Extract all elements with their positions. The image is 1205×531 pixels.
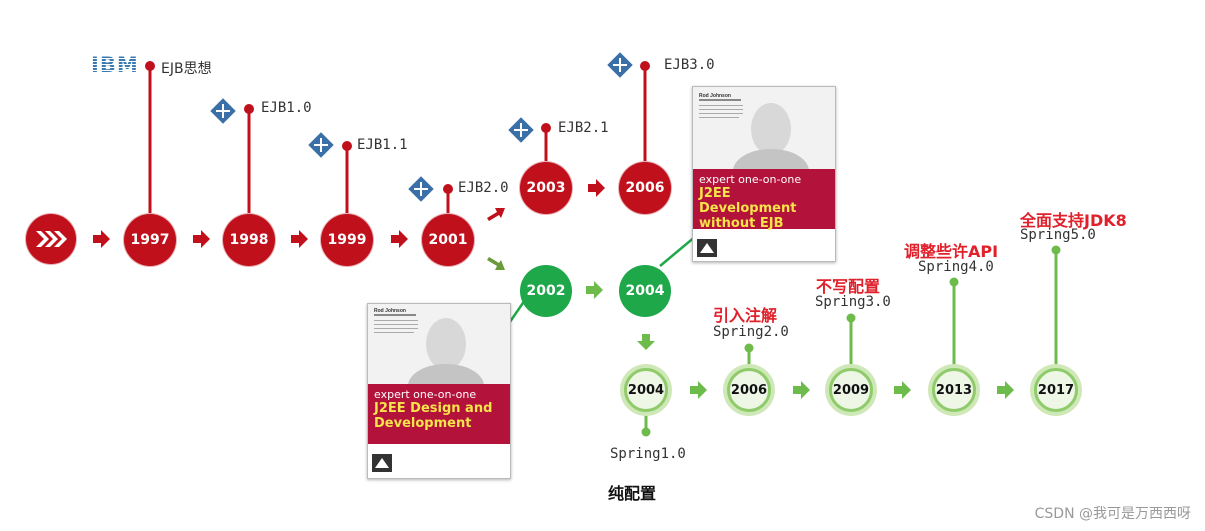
timeline-start (26, 214, 76, 264)
ejb-logo-icon (607, 52, 633, 78)
author-portrait-icon (374, 314, 484, 408)
book-title-band: expert one-on-one J2EE Design and Develo… (368, 384, 510, 444)
spring-version-node: 2009 (825, 364, 877, 416)
ejb-label: EJB3.0 (664, 57, 715, 73)
feature-note: 不写配置 (816, 277, 881, 296)
ejb-label: EJB1.0 (261, 100, 312, 116)
feature-note: 全面支持JDK8 (1020, 211, 1127, 230)
year-node-green: 2002 (520, 265, 572, 317)
spring-version-label: Spring4.0 (918, 259, 994, 275)
red-arrows (93, 179, 605, 270)
ejb-label: EJB思想 (161, 61, 212, 77)
ejb-logo-icon (408, 176, 434, 202)
year-node-green: 2004 (619, 265, 671, 317)
spring-version-node: 2006 (723, 364, 775, 416)
feature-note: 调整些许API (904, 242, 999, 261)
year-node: 2006 (619, 162, 671, 214)
year-node: 1998 (223, 214, 275, 266)
spring-version-node: 2017 (1030, 364, 1082, 416)
green-arrows (586, 281, 1014, 399)
year-node: 1999 (321, 214, 373, 266)
spring-version-label: Spring3.0 (815, 294, 891, 310)
ejb-logo-icon (210, 98, 236, 124)
publisher-logo-icon (372, 454, 392, 472)
author-photo: Rod Johnson (693, 87, 835, 193)
book-title-band: expert one-on-one J2EE Development witho… (693, 169, 835, 231)
year-node: 2003 (520, 162, 572, 214)
ejb-label: EJB1.1 (357, 137, 408, 153)
ibm-logo: IBM (91, 53, 139, 77)
spring-version-node: 2013 (928, 364, 980, 416)
chevrons-icon (36, 231, 67, 247)
author-portrait-icon (699, 99, 809, 193)
year-node: 2001 (422, 214, 474, 266)
ejb-logo-icon (508, 117, 534, 143)
author-photo: Rod Johnson (368, 304, 510, 408)
book-cover-j2ee-without-ejb: Rod Johnson expert one-on-one J2EE Devel… (692, 86, 836, 262)
ejb-label: EJB2.0 (458, 180, 509, 196)
spring-version-label: Spring5.0 (1020, 227, 1096, 243)
spring-version-node: 2004 (620, 364, 672, 416)
ejb-label: EJB2.1 (558, 120, 609, 136)
caption: 纯配置 (608, 484, 657, 503)
feature-note: 引入注解 (713, 306, 778, 325)
ejb-logo-icon (308, 132, 334, 158)
book-cover-j2ee-design: Rod Johnson expert one-on-one J2EE Desig… (367, 303, 511, 479)
publisher-logo-icon (697, 239, 717, 257)
spring-version-label: Spring1.0 (610, 446, 686, 462)
spring-version-label: Spring2.0 (713, 324, 789, 340)
watermark: CSDN @我可是万西西呀 (1034, 506, 1191, 522)
year-node: 1997 (124, 214, 176, 266)
